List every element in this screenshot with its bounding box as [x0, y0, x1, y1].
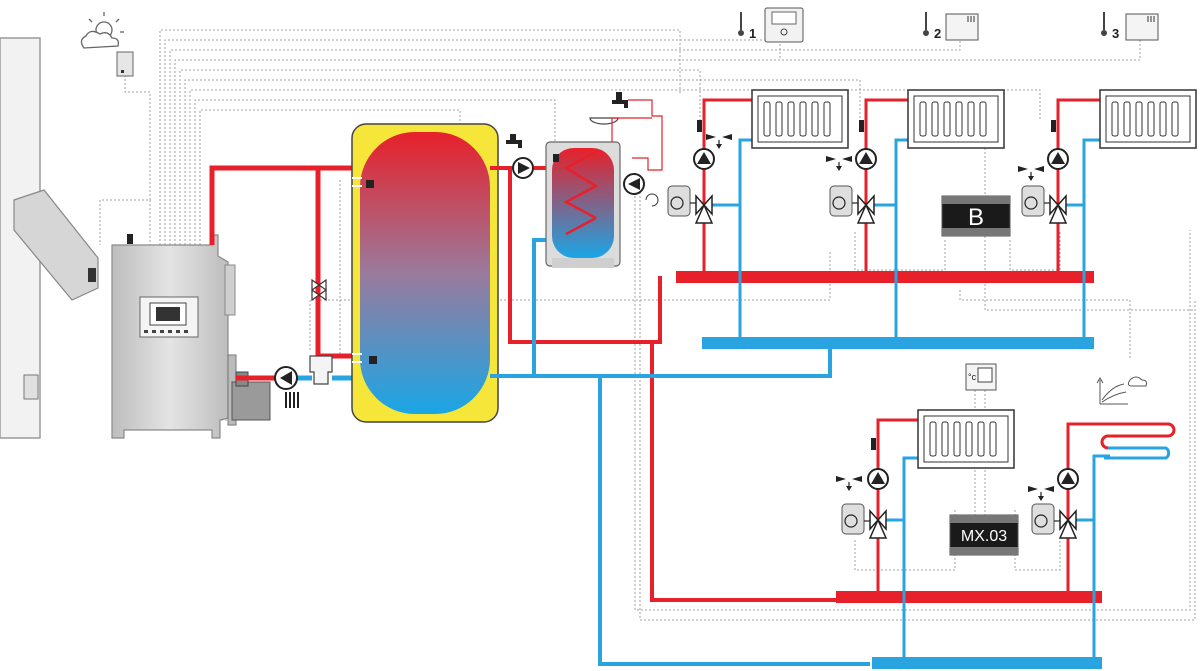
thermostat-1-label: 1 [749, 26, 756, 41]
buffer-tank [351, 123, 499, 423]
circuit-5-check-valve-icon [1028, 486, 1054, 501]
heating-circuit-2-pipes [864, 98, 912, 337]
circuit-5-valve-actuator [1031, 503, 1060, 535]
thermometer-icon-3: 3 [1101, 12, 1119, 41]
bypass-valve [310, 278, 328, 302]
pellet-burner [227, 354, 299, 426]
circuit-2-check-valve-icon [826, 156, 852, 171]
lower-supply-manifold [836, 591, 1102, 603]
circuit-3-mixing-valve [1048, 194, 1068, 224]
module-mx03: MX.03 [949, 514, 1019, 556]
thermostat-2-label: 2 [934, 26, 941, 41]
module-b: B [941, 195, 1011, 237]
circuit-2-valve-actuator [829, 185, 858, 217]
boiler-controller [139, 296, 199, 338]
dhw-hot-water-tap [589, 92, 628, 125]
room-sensor-unit-label: °c [968, 372, 977, 382]
thermostat-3-label: 3 [1112, 26, 1119, 41]
faucet-icon [506, 134, 522, 148]
tank-supply-pipes [490, 166, 836, 602]
weather-sun-cloud-icon [80, 12, 124, 49]
module-b-label: B [968, 204, 984, 231]
heating-circuit-3-pipes [1056, 98, 1104, 337]
boiler [111, 234, 236, 439]
radiator-2 [859, 89, 1005, 149]
dhw-circulation-pump [623, 173, 659, 207]
upper-supply-manifold [676, 271, 1094, 283]
room-sensor-3 [1125, 13, 1159, 41]
room-controller-1 [764, 7, 804, 43]
radiator-1 [697, 89, 849, 149]
lower-return-manifold [872, 657, 1102, 669]
circuit-5-pump [1057, 468, 1079, 490]
radiator-4 [871, 409, 1015, 469]
circuit-1-mixing-valve [694, 194, 714, 224]
dhw-circulation-pipe [611, 99, 663, 171]
module-mx03-label: MX.03 [961, 528, 1007, 545]
heating-circuit-5-pipes [1066, 422, 1110, 657]
circuit-1-valve-actuator [667, 185, 696, 217]
circuit-5-mixing-valve [1058, 509, 1078, 539]
circuit-4-check-valve-icon [836, 476, 862, 491]
thermometer-icon-1: 1 [738, 12, 756, 41]
circuit-3-pump [1047, 148, 1069, 170]
room-temperature-sensor: °c [965, 363, 997, 391]
thermometer-icon-2: 2 [923, 12, 941, 41]
underfloor-heating-coil [1100, 422, 1176, 460]
outdoor-sensor [116, 51, 134, 77]
circuit-4-pump [867, 468, 889, 490]
upper-return-manifold [702, 337, 1094, 349]
chimney [0, 37, 99, 439]
circuit-2-pump [855, 148, 877, 170]
circuit-3-check-valve-icon [1018, 166, 1044, 181]
room-sensor-2 [945, 13, 979, 41]
circuit-1-check-valve-icon [706, 134, 732, 149]
circuit-4-valve-actuator [841, 503, 870, 535]
heating-curve-icon [1096, 376, 1147, 405]
boiler-pump [274, 366, 298, 390]
radiator-3 [1051, 89, 1197, 149]
mixing-valve-boiler [309, 355, 333, 385]
circuit-2-mixing-valve [856, 194, 876, 224]
circuit-1-pump [693, 148, 715, 170]
dhw-tank [545, 141, 621, 268]
tank-return-pipes [490, 238, 870, 666]
circuit-3-valve-actuator [1021, 185, 1050, 217]
circuit-4-mixing-valve [868, 509, 888, 539]
tank-pump [512, 157, 534, 179]
